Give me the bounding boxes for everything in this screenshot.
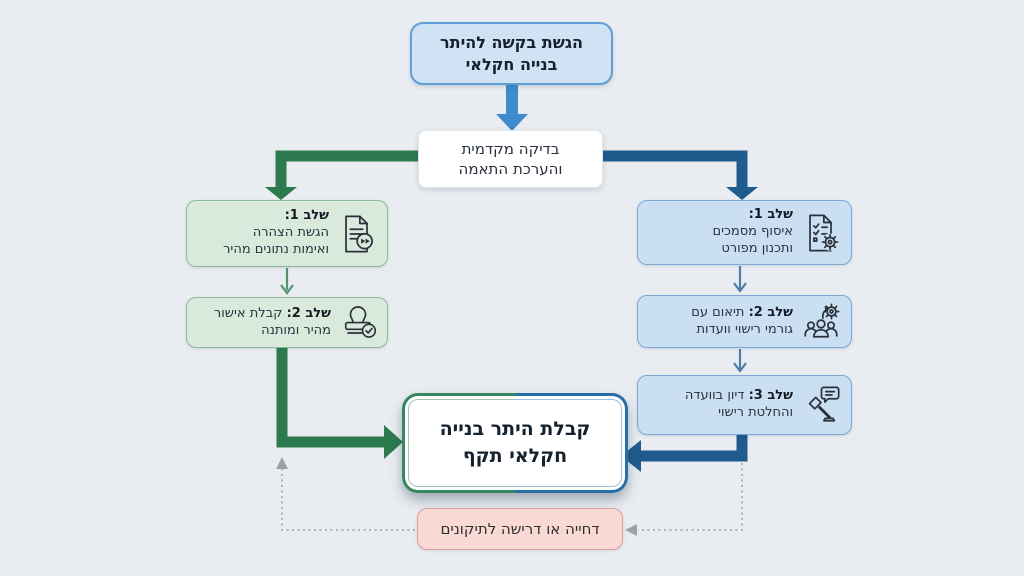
reject-loopback-dashed-arrow bbox=[276, 457, 415, 531]
precheck-line2: והערכת התאמה bbox=[458, 160, 563, 178]
full-step2-title: שלב 2: תיאום עם bbox=[691, 304, 793, 320]
full-step3-node: שלב 3: דיון בוועדה והחלטת רישוי bbox=[637, 375, 852, 435]
fast-step1-title: שלב 1: bbox=[284, 208, 329, 224]
start-to-check-arrow bbox=[496, 85, 528, 131]
full-step1-title: שלב 1: bbox=[748, 207, 793, 223]
document-fast-forward-icon bbox=[336, 213, 378, 255]
full-step1-to-step2-arrow bbox=[733, 266, 747, 293]
document-gear-icon bbox=[800, 212, 842, 254]
full-step3-title: שלב 3: דיון בוועדה bbox=[684, 388, 793, 404]
full-step1-line1: איסוף מסמכים bbox=[712, 224, 793, 240]
start-line2: בנייה חקלאי bbox=[465, 54, 558, 74]
precheck-node: בדיקה מקדמית והערכת התאמה bbox=[418, 130, 603, 188]
fast-step2-title: שלב 2: קבלת אישור bbox=[213, 305, 331, 321]
final-line1: קבלת היתר בנייה bbox=[439, 418, 591, 441]
gavel-speech-icon bbox=[800, 384, 842, 426]
full-step2-to-step3-arrow bbox=[733, 349, 747, 373]
fast-step2-line2: מהיר ומותנה bbox=[261, 322, 331, 338]
final-permit-node: קבלת היתר בנייה חקלאי תקף bbox=[402, 393, 628, 493]
rejection-label: דחייה או דרישה לתיקונים bbox=[440, 520, 600, 538]
full-to-final-arrow bbox=[621, 434, 748, 472]
fast-branch-arrow bbox=[265, 150, 419, 200]
fast-step1-line2: ואימות נתונים מהיר bbox=[223, 241, 329, 257]
rejection-node: דחייה או דרישה לתיקונים bbox=[417, 508, 623, 550]
people-sync-gear-icon bbox=[800, 301, 842, 343]
start-line1: הגשת בקשה להיתר bbox=[440, 32, 583, 52]
full-step2-node: שלב 2: תיאום עם גורמי רישוי וועדות bbox=[637, 295, 852, 348]
start-node: הגשת בקשה להיתר בנייה חקלאי bbox=[410, 22, 613, 85]
full-step3-line2: והחלטת רישוי bbox=[718, 405, 793, 420]
fast-step1-node: שלב 1: הגשת הצהרה ואימות נתונים מהיר bbox=[186, 200, 388, 267]
stamp-approval-icon bbox=[338, 303, 378, 343]
fast-step2-node: שלב 2: קבלת אישור מהיר ומותנה bbox=[186, 297, 388, 348]
final-line2: חקלאי תקף bbox=[462, 445, 568, 467]
full-step1-line2: ותכנון מפורט bbox=[721, 240, 793, 256]
fast-step1-line1: הגשת הצהרה bbox=[252, 225, 329, 241]
full-step2-line2: גורמי רישוי וועדות bbox=[696, 321, 793, 337]
decision-to-reject-dashed-arrow bbox=[625, 463, 743, 536]
full-branch-arrow bbox=[602, 150, 758, 200]
precheck-line1: בדיקה מקדמית bbox=[461, 139, 560, 158]
fast-step1-to-step2-arrow bbox=[280, 268, 294, 295]
fast-to-final-arrow bbox=[276, 347, 403, 459]
full-step1-node: שלב 1: איסוף מסמכים ותכנון מפורט bbox=[637, 200, 852, 265]
